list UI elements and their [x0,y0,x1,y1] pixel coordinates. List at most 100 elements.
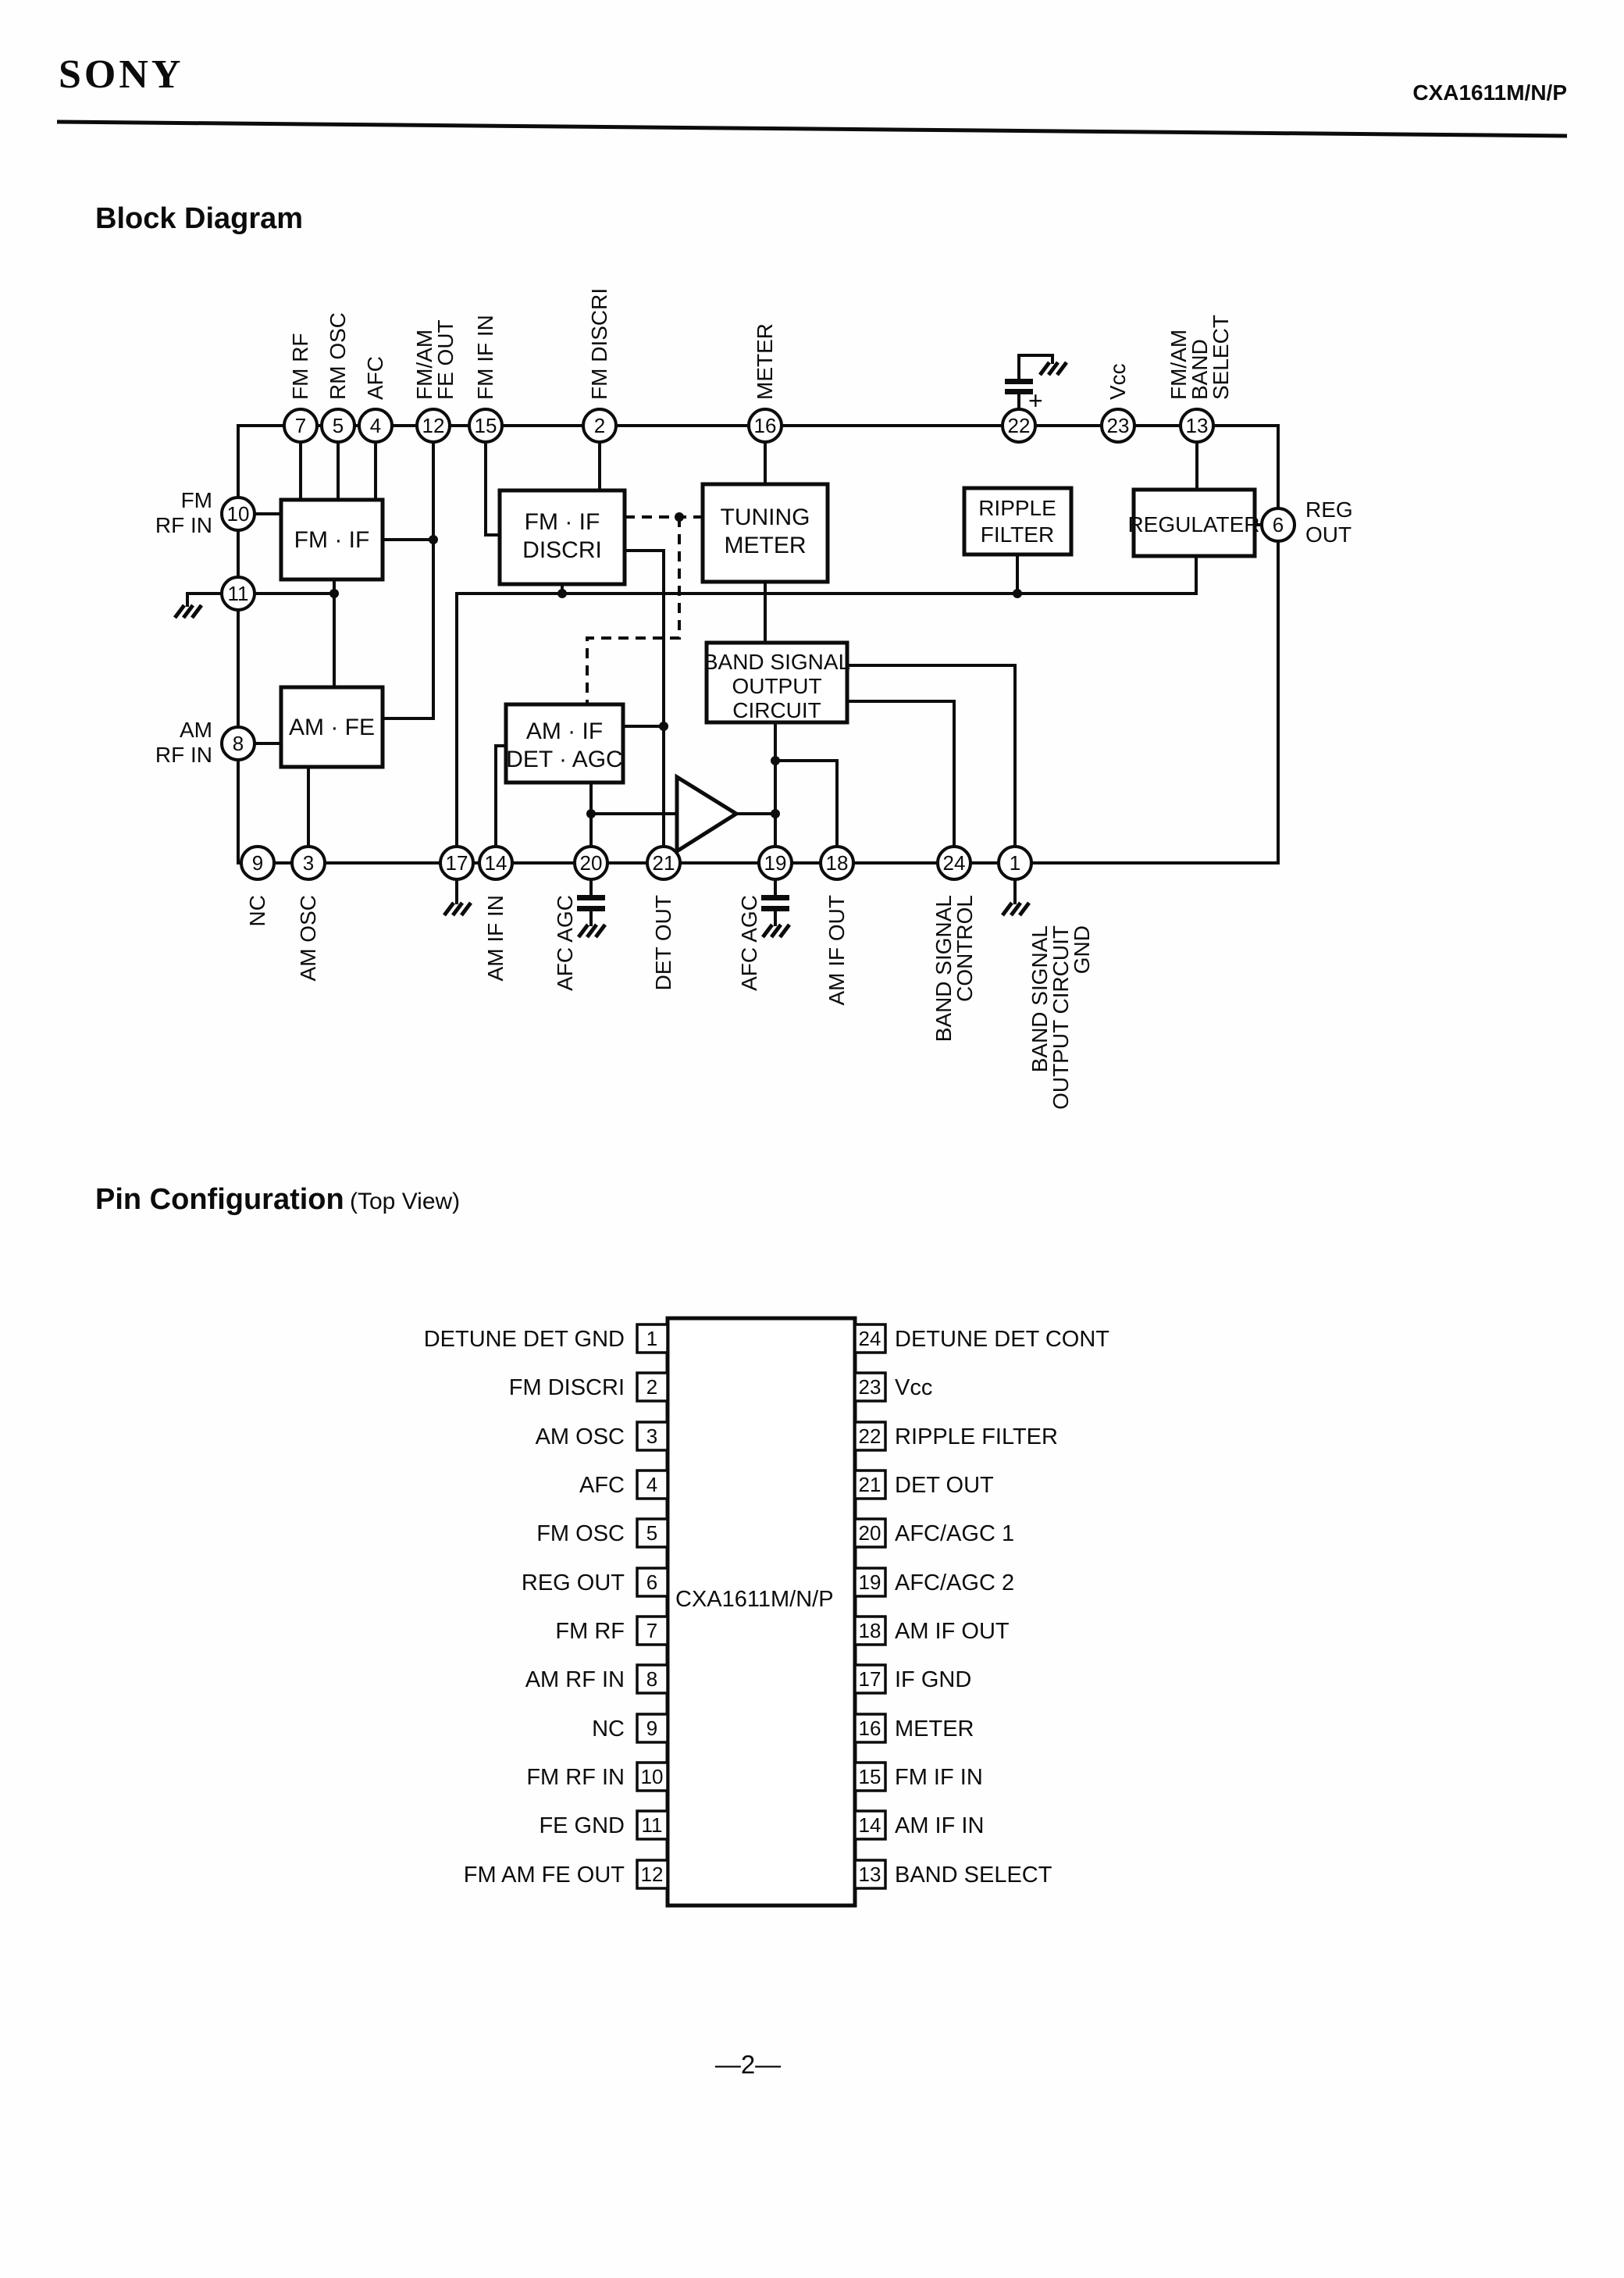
svg-text:20: 20 [580,851,603,875]
svg-text:12: 12 [641,1863,664,1886]
pin-10: 10 [220,496,256,532]
svg-text:22: 22 [859,1424,881,1448]
pincfg-right-14: 14 AM IF IN [853,1809,984,1841]
dashed-to-am-if [586,517,681,704]
svg-text:21: 21 [653,851,675,875]
svg-text:AM RF IN: AM RF IN [525,1667,625,1692]
svg-text:RF IN: RF IN [155,743,212,767]
svg-text:FM OSC: FM OSC [536,1521,625,1546]
svg-text:REG: REG [1305,497,1353,522]
svg-text:6: 6 [1273,513,1284,537]
pin-7: 7 [283,408,319,444]
svg-text:AFC/AGC 2: AFC/AGC 2 [895,1570,1014,1595]
svg-text:FILTER: FILTER [981,522,1054,547]
pin-configuration-section: Pin Configuration (Top View) CXA1611M/N/… [95,1183,1109,1908]
svg-text:8: 8 [646,1667,657,1691]
svg-text:7: 7 [295,414,306,437]
svg-text:RF IN: RF IN [155,513,212,537]
pincfg-left-9: 9NC [592,1713,669,1744]
svg-text:9: 9 [646,1717,657,1740]
pincfg-left-11: 11 FE GND [539,1809,669,1841]
pin-19: 19 [757,845,793,881]
capacitor-icon [577,895,605,900]
svg-text:REG OUT: REG OUT [522,1570,625,1595]
block-am-if-det-agc: AM · IF DET · AGC [504,702,625,785]
svg-text:AM IF IN: AM IF IN [895,1813,984,1838]
svg-text:AFC/AGC 1: AFC/AGC 1 [895,1521,1014,1546]
ground-icon [579,925,605,937]
pin-4: 4 [358,408,394,444]
svg-text:AM OSC: AM OSC [536,1424,625,1449]
svg-text:19: 19 [764,851,787,875]
svg-text:15: 15 [475,414,497,437]
pin-1: 1 [997,845,1033,881]
pin-11: 11 [220,576,256,611]
pin-8: 8 [220,725,256,761]
chip-body [665,1316,857,1908]
pin-14: 14 [478,845,514,881]
svg-text:DET · AGC: DET · AGC [506,747,622,772]
svg-text:13: 13 [859,1863,881,1886]
svg-text:AFC: AFC [579,1473,625,1498]
pincfg-left-8: 8 AM RF IN [525,1663,669,1695]
svg-text:FE GND: FE GND [539,1813,625,1838]
svg-text:REGULATER: REGULATER [1127,512,1259,537]
svg-text:TUNING: TUNING [721,504,810,530]
svg-text:IF GND: IF GND [895,1667,971,1692]
left-pin-labels: FM RF IN AM RF IN [155,488,212,767]
svg-text:FM AM FE OUT: FM AM FE OUT [464,1863,625,1888]
capacitor-icon [1005,389,1033,394]
pin-3: 3 [290,845,326,881]
cap-plus-sign: + [1028,387,1043,415]
svg-text:14: 14 [485,851,508,875]
pincfg-left-3: 3AM OSC [536,1421,669,1452]
svg-text:DETUNE DET GND: DETUNE DET GND [424,1327,625,1352]
block-fm-if: FM · IF [279,497,385,582]
svg-text:18: 18 [859,1619,881,1642]
svg-text:1: 1 [1010,851,1020,875]
pincfg-right-17: 17 IF GND [853,1663,971,1695]
amplifier-icon [675,773,740,855]
pin-config-title: Pin Configuration [95,1183,344,1216]
pin-21: 21 [646,845,682,881]
svg-text:RIPPLE: RIPPLE [978,496,1056,520]
right-pin-labels: REG OUT [1305,497,1353,547]
svg-text:METER: METER [725,533,807,558]
pincfg-left-5: 5 FM OSC [536,1517,669,1549]
block-diagram-title: Block Diagram [95,202,303,235]
ground-icon [763,925,789,937]
svg-text:RIPPLE FILTER: RIPPLE FILTER [895,1424,1058,1449]
pin-6: 6 [1260,507,1296,543]
svg-text:14: 14 [859,1813,881,1837]
svg-text:8: 8 [233,732,244,755]
svg-text:METER: METER [753,323,777,400]
pin-15: 15 [468,408,504,444]
svg-text:FM/AM: FM/AM [1166,330,1191,400]
ground-icon [444,903,471,915]
block-diagram-section: Block Diagram [95,202,1353,1110]
svg-text:18: 18 [826,851,849,875]
svg-text:17: 17 [859,1667,881,1691]
svg-text:DETUNE DET CONT: DETUNE DET CONT [895,1327,1109,1352]
svg-text:5: 5 [646,1521,657,1545]
page-number: —2— [715,2050,781,2079]
svg-text:BAND SIGNAL: BAND SIGNAL [703,650,850,674]
svg-text:10: 10 [227,502,250,526]
svg-text:SELECT: SELECT [1209,315,1233,400]
svg-text:FM IF IN: FM IF IN [895,1765,983,1790]
svg-text:FM RF: FM RF [288,333,312,400]
capacitor-icon [761,895,789,900]
pin-23: 23 [1100,408,1136,444]
svg-text:17: 17 [446,851,468,875]
pin-2: 2 [582,408,618,444]
svg-text:11: 11 [642,1813,663,1837]
svg-text:24: 24 [859,1327,881,1350]
pincfg-left-7: 7FM RF [555,1615,669,1646]
